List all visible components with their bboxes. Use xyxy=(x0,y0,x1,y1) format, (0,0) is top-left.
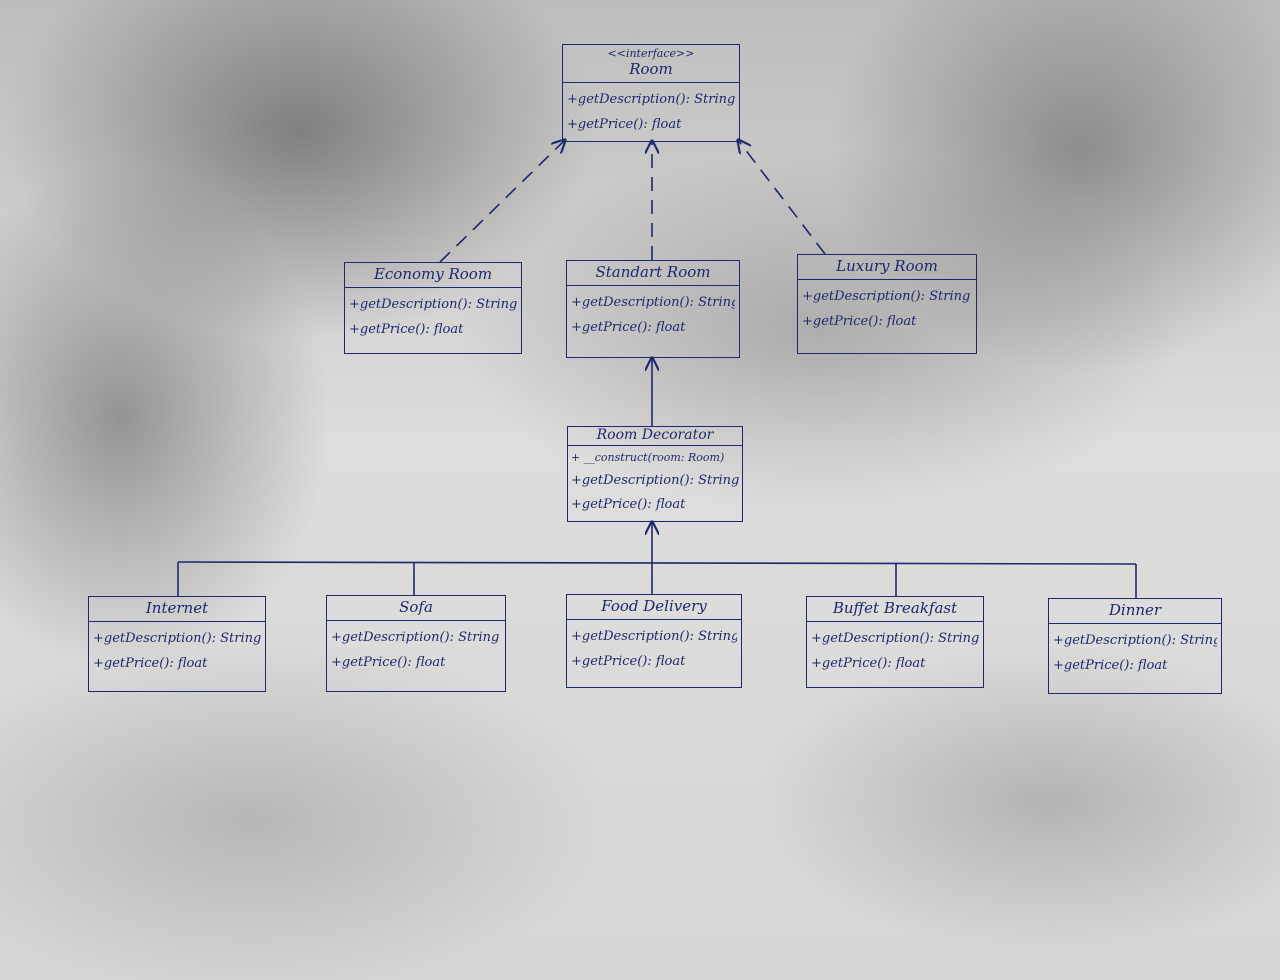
decorator-bus xyxy=(177,561,1137,565)
class-header: Internet xyxy=(89,597,265,622)
class-economy-room: Economy Room +getDescription(): String +… xyxy=(344,262,522,354)
class-dinner: Dinner +getDescription(): String +getPri… xyxy=(1048,598,1222,694)
class-name: Dinner xyxy=(1108,601,1162,619)
class-name: Sofa xyxy=(399,598,433,616)
stereotype-label: <<interface>> xyxy=(607,47,695,60)
class-header: Sofa xyxy=(327,596,505,621)
operation-get-price: +getPrice(): float xyxy=(1053,658,1168,673)
operation-get-description: +getDescription(): String xyxy=(571,295,735,310)
class-name: Room Decorator xyxy=(596,427,714,443)
operation-get-price: +getPrice(): float xyxy=(571,654,686,669)
class-header: Luxury Room xyxy=(798,255,976,280)
class-operations: +getDescription(): String +getPrice(): f… xyxy=(1049,624,1221,680)
class-header: <<interface>> Room xyxy=(563,45,739,83)
class-operations: + __construct(room: Room) +getDescriptio… xyxy=(568,446,742,518)
class-operations: +getDescription(): String +getPrice(): f… xyxy=(798,280,976,336)
class-operations: +getDescription(): String +getPrice(): f… xyxy=(807,622,983,678)
operation-get-description: +getDescription(): String xyxy=(93,631,261,646)
operation-get-description: +getDescription(): String xyxy=(802,289,971,304)
class-operations: +getDescription(): String +getPrice(): f… xyxy=(563,83,739,139)
operation-get-description: +getDescription(): String xyxy=(331,630,500,645)
operation-get-description: +getDescription(): String xyxy=(1053,633,1217,648)
class-name: Internet xyxy=(145,599,209,617)
class-room-interface: <<interface>> Room +getDescription(): St… xyxy=(562,44,740,142)
class-header: Room Decorator xyxy=(568,427,742,446)
class-name: Standart Room xyxy=(595,263,711,281)
operation-get-description: +getDescription(): String xyxy=(811,631,979,646)
class-operations: +getDescription(): String +getPrice(): f… xyxy=(345,288,521,344)
class-header: Buffet Breakfast xyxy=(807,597,983,622)
realization-luxury-to-room xyxy=(738,140,826,255)
class-header: Dinner xyxy=(1049,599,1221,624)
class-header: Food Delivery xyxy=(567,595,741,620)
class-name: Luxury Room xyxy=(836,257,938,275)
class-header: Economy Room xyxy=(345,263,521,288)
class-internet: Internet +getDescription(): String +getP… xyxy=(88,596,266,692)
operation-get-description: +getDescription(): String xyxy=(571,629,737,644)
class-name: Room xyxy=(629,60,673,78)
operation-get-price: +getPrice(): float xyxy=(802,314,917,329)
class-operations: +getDescription(): String +getPrice(): f… xyxy=(567,286,739,342)
class-sofa: Sofa +getDescription(): String +getPrice… xyxy=(326,595,506,692)
operation-construct: + __construct(room: Room) xyxy=(571,451,725,464)
class-food-delivery: Food Delivery +getDescription(): String … xyxy=(566,594,742,688)
class-room-decorator: Room Decorator + __construct(room: Room)… xyxy=(567,426,743,522)
class-name: Buffet Breakfast xyxy=(832,599,958,617)
class-buffet-breakfast: Buffet Breakfast +getDescription(): Stri… xyxy=(806,596,984,688)
class-operations: +getDescription(): String +getPrice(): f… xyxy=(327,621,505,677)
operation-get-price: +getPrice(): float xyxy=(331,655,446,670)
operation-get-description: +getDescription(): String xyxy=(571,473,739,488)
operation-get-price: +getPrice(): float xyxy=(571,497,686,512)
operation-get-price: +getPrice(): float xyxy=(811,656,926,671)
class-header: Standart Room xyxy=(567,261,739,286)
class-luxury-room: Luxury Room +getDescription(): String +g… xyxy=(797,254,977,354)
class-name: Food Delivery xyxy=(601,597,707,615)
operation-get-price: +getPrice(): float xyxy=(349,322,464,337)
operation-get-price: +getPrice(): float xyxy=(571,320,686,335)
realization-economy-to-room xyxy=(439,140,565,263)
class-operations: +getDescription(): String +getPrice(): f… xyxy=(567,620,741,676)
class-operations: +getDescription(): String +getPrice(): f… xyxy=(89,622,265,678)
class-name: Economy Room xyxy=(373,265,493,283)
operation-get-description: +getDescription(): String xyxy=(567,92,735,107)
operation-get-price: +getPrice(): float xyxy=(567,117,682,132)
operation-get-description: +getDescription(): String xyxy=(349,297,517,312)
operation-get-price: +getPrice(): float xyxy=(93,656,208,671)
class-standart-room: Standart Room +getDescription(): String … xyxy=(566,260,740,358)
